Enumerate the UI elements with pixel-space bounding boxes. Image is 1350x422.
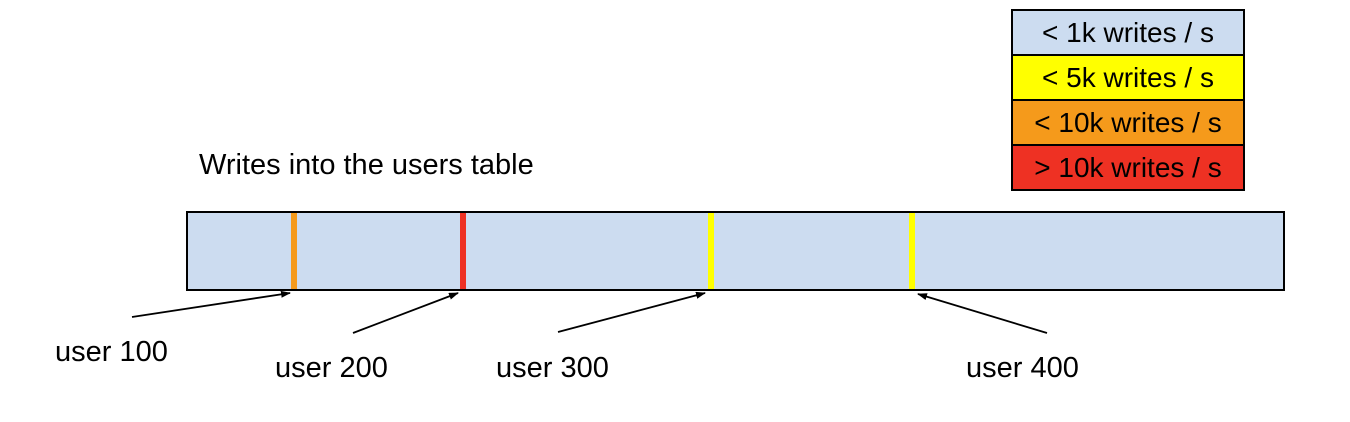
legend-item-under-1k: < 1k writes / s (1011, 9, 1245, 56)
arrow-user-100 (131, 290, 291, 318)
write-rate-legend: < 1k writes / s < 5k writes / s < 10k wr… (1011, 9, 1245, 191)
label-user-400: user 400 (966, 352, 1079, 384)
label-user-200: user 200 (275, 352, 388, 384)
users-table-band (186, 211, 1285, 291)
arrow-user-400 (917, 293, 1048, 334)
hotspot-stripe-user-100 (291, 213, 297, 289)
label-user-300: user 300 (496, 352, 609, 384)
hotspot-stripe-user-300 (708, 213, 714, 289)
legend-item-over-10k: > 10k writes / s (1011, 144, 1245, 191)
arrow-user-300 (557, 291, 706, 333)
legend-item-under-5k: < 5k writes / s (1011, 54, 1245, 101)
hotspot-stripe-user-200 (460, 213, 466, 289)
legend-item-under-10k: < 10k writes / s (1011, 99, 1245, 146)
diagram-title: Writes into the users table (199, 149, 534, 181)
arrow-user-200 (352, 292, 459, 334)
label-user-100: user 100 (55, 336, 168, 368)
hotspot-stripe-user-400 (909, 213, 915, 289)
